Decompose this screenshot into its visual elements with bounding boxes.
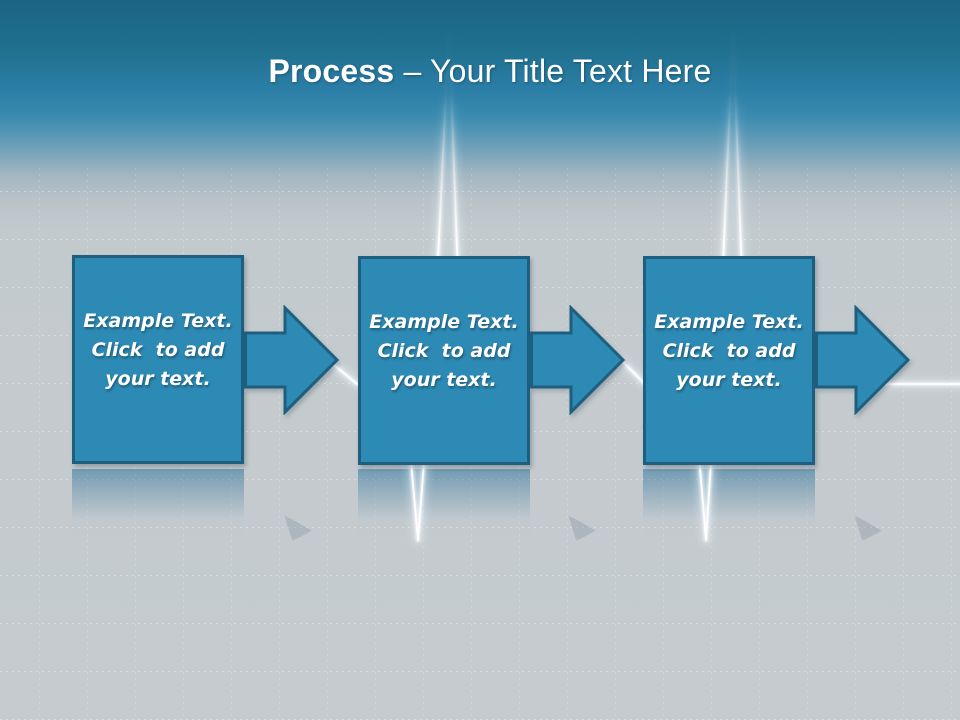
process-step-1-placeholder-text: Example Text. Click to add your text. — [83, 310, 233, 390]
arrow-right-icon — [244, 305, 340, 415]
step-box-reflection — [643, 469, 815, 539]
slide-title-text: – Your Title Text Here — [403, 53, 712, 89]
arrow-right-icon — [815, 305, 911, 415]
step-box-reflection — [72, 469, 244, 539]
step-box-reflection — [358, 469, 530, 539]
process-step-2-box[interactable]: Example Text. Click to add your text. — [358, 256, 530, 465]
arrow-right-icon — [530, 305, 626, 415]
process-step-3-placeholder-text: Example Text. Click to add your text. — [654, 311, 804, 391]
process-step-1-box[interactable]: Example Text. Click to add your text. — [72, 255, 244, 464]
slide-title: Process – Your Title Text Here — [0, 52, 960, 90]
slide-title-emphasis: Process — [268, 53, 395, 89]
process-step-3-box[interactable]: Example Text. Click to add your text. — [643, 256, 815, 465]
process-step-2-placeholder-text: Example Text. Click to add your text. — [369, 311, 519, 391]
